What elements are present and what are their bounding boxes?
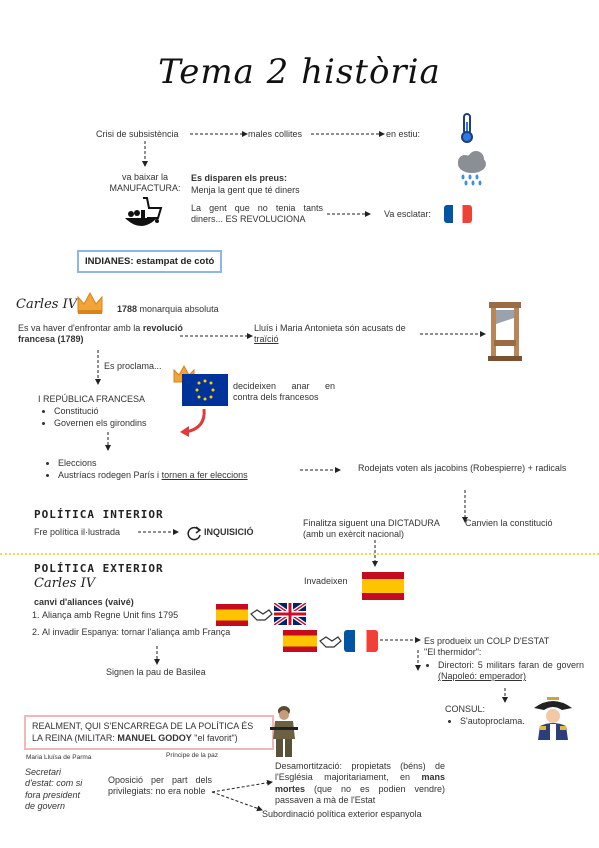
republica-list: Constitució Governen els girondins xyxy=(40,406,147,430)
en-estiu-text: en estiu: xyxy=(386,129,421,139)
enfrontar-pre: Es va haver d'enfrontar amb la xyxy=(18,323,141,333)
republica-title: I REPÚBLICA FRANCESA xyxy=(38,394,146,404)
list-item: Aliança amb Regne Unit fins 1795 xyxy=(42,610,230,621)
rodejats-text: Rodejats voten als jacobins (Robespierre… xyxy=(358,463,567,473)
curved-arrow-icon xyxy=(180,408,206,437)
carles-heading: Carles IV xyxy=(16,297,78,312)
list-item: S'autoproclama. xyxy=(460,716,525,727)
preus-title: Es disparen els preus: xyxy=(191,173,288,183)
manufacture-cart-icon xyxy=(125,197,163,226)
lluis-text: Lluís i Maria Antonieta són acusats de t… xyxy=(254,323,424,346)
section-divider xyxy=(0,553,599,555)
indianes-box: INDIANES: estampat de cotó xyxy=(77,250,223,273)
refresh-icon xyxy=(187,526,202,541)
france-flag-icon xyxy=(444,205,472,223)
list-item: Al invadir Espanya: tornar l'aliança amb… xyxy=(42,627,230,638)
consul-text: CONSUL: xyxy=(445,704,486,714)
napoleon-icon xyxy=(534,697,572,740)
eu-flag-icon xyxy=(182,374,228,406)
spain-flag-icon xyxy=(216,604,248,626)
handshake-icon xyxy=(250,609,273,621)
consul-list: S'autoproclama. xyxy=(446,716,525,727)
invadeixen-text: Invadeixen xyxy=(304,576,348,586)
es-proclama-text: Es proclama... xyxy=(104,361,162,371)
favorit-text: "el favorit") xyxy=(194,732,238,743)
thermometer-icon xyxy=(461,113,473,143)
france-flag-icon xyxy=(344,630,378,652)
enfrontar-text: Es va haver d'enfrontar amb la revolució… xyxy=(18,323,183,346)
mans-mortes: mans mortes xyxy=(275,772,445,794)
decideixen-text: decideixen anar en contra dels francesos xyxy=(233,381,335,403)
list-item: Eleccions xyxy=(58,458,248,469)
list-item: Governen els girondins xyxy=(54,418,147,429)
soldier-icon xyxy=(270,706,298,757)
oposicio-text: Oposició per part dels privilegiats: no … xyxy=(108,775,212,797)
directori-list: Directori: 5 militars faran de govern (N… xyxy=(424,660,584,683)
spain-flag-icon xyxy=(283,630,317,652)
desamortitzacio-text: Desamortització: propietats (béns) de l'… xyxy=(275,761,445,806)
principe-label: Príncipe de la paz xyxy=(166,752,219,759)
rain-cloud-icon xyxy=(458,151,486,186)
year-1788: 1788 xyxy=(117,304,138,314)
preus-line: Menja la gent que té diners xyxy=(191,185,300,195)
list-item: Austríacs rodegen París i tornen a fer e… xyxy=(58,470,248,481)
godoy-name: MANUEL GODOY xyxy=(117,732,192,743)
crown-icon xyxy=(77,291,103,314)
realment-pre: REALMENT, QUI S'ENCARREGA DE LA POLÍTICA… xyxy=(32,721,254,743)
crisi-text: Crisi de subsistència xyxy=(96,129,179,139)
page-title: Tema 2 història xyxy=(158,52,441,92)
maria-luisa-label: Maria Lluïsa de Parma xyxy=(26,754,92,761)
list-item: Constitució xyxy=(54,406,147,417)
canvi-aliances: canvi d'aliances (vaivé) xyxy=(34,597,134,607)
subordinacio-text: Subordinació política exterior espanyola xyxy=(262,809,422,819)
list-item: Directori: 5 militars faran de govern (N… xyxy=(438,660,584,683)
politica-exterior-heading: POLÍTICA EXTERIOR xyxy=(34,562,164,575)
desamort-pre: Desamortització: propietats (béns) de l'… xyxy=(275,761,445,783)
aliances-list: Aliança amb Regne Unit fins 1795 Al inva… xyxy=(28,610,230,639)
guillotine-icon xyxy=(488,302,522,361)
lluis-traicio: traïció xyxy=(254,334,279,345)
handshake-icon xyxy=(319,636,342,648)
monarquia-text: monarquia absoluta xyxy=(139,304,219,314)
va-esclatar-text: Va esclatar: xyxy=(384,209,431,219)
uk-flag-icon xyxy=(274,603,306,625)
males-collites-text: males collites xyxy=(248,129,303,139)
realment-mid: (MILITAR: xyxy=(74,732,115,743)
thermidor-text: "El thermidor": xyxy=(424,647,482,657)
directori-pre: Directori: 5 militars faran de govern xyxy=(438,660,584,670)
va-baixar-text: va baixar la MANUFACTURA: xyxy=(109,172,181,194)
realment-box: REALMENT, QUI S'ENCARREGA DE LA POLÍTICA… xyxy=(24,715,274,751)
austriacs-pre: Austríacs rodegen París i xyxy=(58,470,160,481)
lluis-pre: Lluís i Maria Antonieta són acusats de xyxy=(254,323,406,333)
desamort-post: (que no es podien vendre) passaven a mà … xyxy=(275,783,445,805)
eleccions-list: Eleccions Austríacs rodegen París i torn… xyxy=(44,458,248,482)
signen-text: Signen la pau de Basilea xyxy=(106,667,206,677)
fre-text: Fre política il·lustrada xyxy=(34,527,121,537)
carles-exterior: Carles IV xyxy=(34,576,96,591)
finalitza-text: Finalitza siguent una DICTADURA (amb un … xyxy=(303,518,440,540)
austriacs-u: tornen a fer eleccions xyxy=(161,470,248,481)
enfrontar-bold: revolució francesa (1789) xyxy=(18,323,183,345)
inquisicio-text: INQUISICIÓ xyxy=(204,527,254,537)
spain-flag-icon xyxy=(362,572,404,600)
gent-no-tenia-text: La gent que no tenia tants diners... ES … xyxy=(191,203,323,225)
directori-u: (Napoleó: emperador) xyxy=(438,671,527,682)
colp-text: Es produeix un COLP D'ESTAT xyxy=(424,636,550,646)
secretari-text: Secretari d'estat: com si fora president… xyxy=(25,767,83,811)
politica-interior-heading: POLÍTICA INTERIOR xyxy=(34,508,164,521)
canvien-text: Canvien la constitució xyxy=(465,518,553,528)
